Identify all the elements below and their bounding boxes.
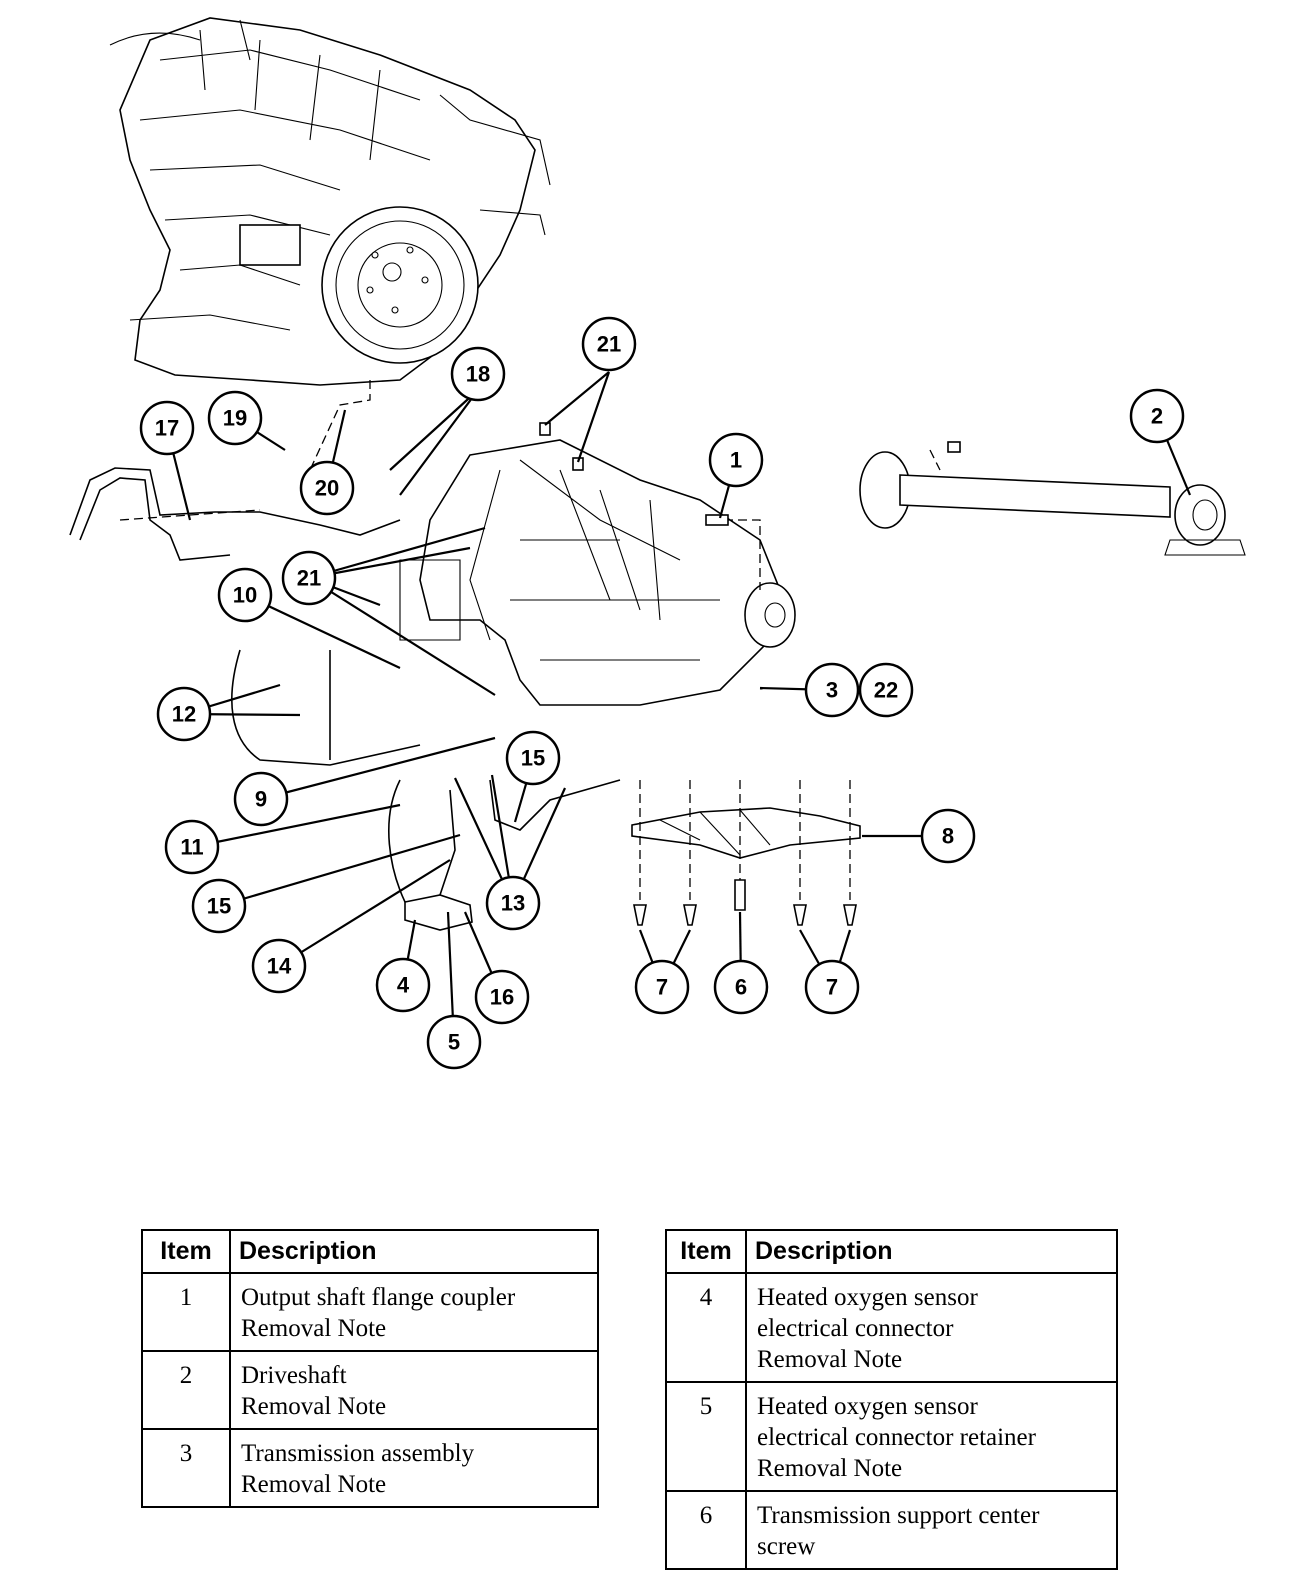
svg-text:18: 18: [466, 362, 490, 387]
description-header: Description: [229, 1229, 599, 1274]
item-header: Item: [665, 1229, 747, 1274]
svg-text:21: 21: [597, 332, 621, 357]
svg-text:22: 22: [874, 678, 898, 703]
svg-text:14: 14: [267, 954, 292, 979]
svg-text:8: 8: [942, 824, 954, 849]
svg-text:13: 13: [501, 891, 525, 916]
legend-table-right: Item Description 4 Heated oxygen sensor …: [665, 1229, 1118, 1570]
legend-header-row: Item Description: [141, 1229, 599, 1274]
item-description: Transmission support center screw: [745, 1490, 1118, 1570]
callout-21-top: 21: [581, 316, 637, 372]
exploded-view-diagram: 21 18 19 17 20 1 2 21 10 12 3 22 15 9 11…: [69, 17, 1246, 1070]
svg-text:3: 3: [826, 678, 838, 703]
callout-15-left: 15: [191, 878, 247, 934]
table-row: 3 Transmission assembly Removal Note: [141, 1428, 599, 1508]
table-row: 2 Driveshaft Removal Note: [141, 1350, 599, 1430]
callout-16: 16: [474, 969, 530, 1025]
fasteners: [539, 422, 961, 926]
item-number: 6: [665, 1490, 747, 1570]
callout-2: 2: [1129, 388, 1185, 444]
callout-7-left: 7: [634, 959, 690, 1015]
item-number: 4: [665, 1272, 747, 1383]
svg-text:11: 11: [180, 835, 203, 860]
item-description: Heated oxygen sensor electrical connecto…: [745, 1381, 1118, 1492]
svg-text:21: 21: [297, 566, 321, 591]
svg-text:10: 10: [233, 583, 257, 608]
callout-4: 4: [375, 957, 431, 1013]
item-number: 3: [141, 1428, 231, 1508]
callout-15-right: 15: [505, 730, 561, 786]
svg-text:17: 17: [155, 416, 179, 441]
table-row: 6 Transmission support center screw: [665, 1490, 1118, 1570]
callout-10: 10: [217, 567, 273, 623]
legend-header-row: Item Description: [665, 1229, 1118, 1274]
callout-18: 18: [450, 346, 506, 402]
svg-text:15: 15: [207, 894, 231, 919]
table-row: 4 Heated oxygen sensor electrical connec…: [665, 1272, 1118, 1383]
svg-text:6: 6: [735, 975, 747, 1000]
svg-text:19: 19: [223, 406, 247, 431]
callout-1: 1: [708, 432, 764, 488]
transmission-support-illustration: [631, 807, 861, 859]
table-row: 1 Output shaft flange coupler Removal No…: [141, 1272, 599, 1352]
svg-text:12: 12: [172, 702, 196, 727]
legend-table-left: Item Description 1 Output shaft flange c…: [141, 1229, 599, 1508]
item-description: Driveshaft Removal Note: [229, 1350, 599, 1430]
callout-3: 3: [804, 662, 860, 718]
oxygen-sensor-illustration: [388, 779, 621, 931]
item-description: Heated oxygen sensor electrical connecto…: [745, 1272, 1118, 1383]
svg-text:1: 1: [730, 448, 742, 473]
callout-21-mid: 21: [281, 550, 337, 606]
svg-text:5: 5: [448, 1030, 460, 1055]
item-number: 2: [141, 1350, 231, 1430]
transmission-illustration: [399, 439, 796, 706]
svg-text:15: 15: [521, 746, 545, 771]
callout-5: 5: [426, 1014, 482, 1070]
table-row: 5 Heated oxygen sensor electrical connec…: [665, 1381, 1118, 1492]
driveshaft-illustration: [859, 451, 1246, 556]
engine-illustration: [109, 17, 551, 386]
item-description: Transmission assembly Removal Note: [229, 1428, 599, 1508]
item-number: 1: [141, 1272, 231, 1352]
callout-9: 9: [233, 771, 289, 827]
callout-22: 22: [858, 662, 914, 718]
callout-11: 11: [164, 819, 220, 875]
callout-6: 6: [713, 959, 769, 1015]
callout-13: 13: [485, 875, 541, 931]
callout-7-right: 7: [804, 959, 860, 1015]
item-header: Item: [141, 1229, 231, 1274]
svg-text:9: 9: [255, 787, 267, 812]
callout-12: 12: [156, 686, 212, 742]
callout-17: 17: [139, 400, 195, 456]
svg-text:7: 7: [826, 975, 838, 1000]
item-number: 5: [665, 1381, 747, 1492]
svg-text:16: 16: [490, 985, 514, 1010]
callout-20: 20: [299, 460, 355, 516]
svg-text:2: 2: [1151, 404, 1163, 429]
item-description: Output shaft flange coupler Removal Note: [229, 1272, 599, 1352]
svg-text:7: 7: [656, 975, 668, 1000]
callout-8: 8: [920, 808, 976, 864]
svg-text:20: 20: [315, 476, 339, 501]
description-header: Description: [745, 1229, 1118, 1274]
callout-14: 14: [251, 938, 307, 994]
svg-text:4: 4: [397, 973, 410, 998]
callout-19: 19: [207, 390, 263, 446]
